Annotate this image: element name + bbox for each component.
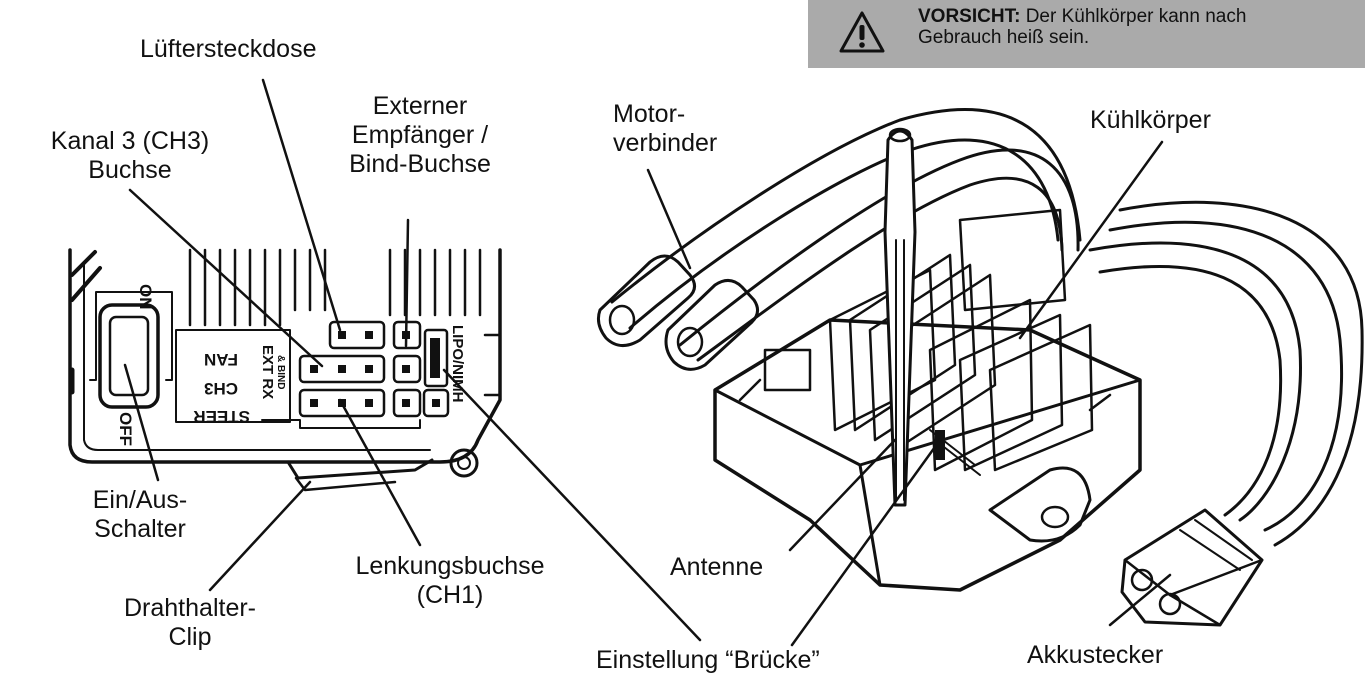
label-battery: Akkustecker: [1027, 641, 1164, 669]
label-ext-rx-line-3: Bind-Buchse: [349, 150, 491, 178]
leader-fan-socket: [261, 78, 342, 332]
warning-triangle-icon: [839, 11, 885, 53]
leader-lines: [123, 78, 1172, 647]
leader-ext-rx: [404, 218, 410, 348]
leader-switch: [123, 363, 160, 482]
label-motor: Motor- verbinder: [613, 100, 717, 158]
label-bridge: Einstellung “Brücke”: [596, 646, 820, 674]
leader-clip: [208, 480, 312, 592]
label-steering-line-2: (CH1): [416, 581, 484, 609]
lipo-marking: LIPO/NIMH: [449, 325, 466, 403]
label-antenna: Antenne: [670, 553, 764, 581]
bind-marking: & BIND: [275, 355, 286, 389]
label-ch3-line-1: Kanal 3 (CH3): [50, 127, 210, 155]
switch-on-marking: ON: [136, 284, 155, 310]
caution-line-2: Gebrauch heiß sein.: [918, 27, 1090, 48]
leader-steering: [338, 398, 422, 547]
caution-line-1: Der Kühlkörper kann nach: [1025, 6, 1247, 27]
label-motor-line-2: verbinder: [613, 129, 718, 157]
pin-header: [298, 320, 450, 418]
label-steering-line-1: Lenkungsbuchse: [355, 552, 545, 580]
label-ext-rx: Externer Empfänger / Bind-Buchse: [320, 92, 520, 179]
leader-heatsink: [1018, 140, 1164, 340]
leader-bridge-left: [442, 368, 702, 642]
fan-marking: FAN: [204, 350, 238, 369]
label-ext-rx-line-2: Empfänger /: [351, 121, 489, 149]
leader-antenna: [788, 438, 897, 552]
ch3-marking: CH3: [204, 379, 238, 398]
leader-motor: [646, 168, 692, 270]
leader-battery: [1108, 573, 1172, 627]
steer-marking: STEER: [193, 407, 250, 426]
label-switch-line-2: Schalter: [94, 515, 186, 543]
label-ext-rx-line-1: Externer: [372, 92, 468, 120]
label-switch-line-1: Ein/Aus-: [92, 486, 188, 514]
esc-unit: [597, 108, 1364, 627]
caution-banner: VORSICHT: Der Kühlkörper kann nach Gebra…: [808, 0, 1365, 68]
ext-rx-marking: EXT RX: [259, 345, 276, 399]
leader-ch3: [128, 188, 324, 368]
caution-heading: VORSICHT:: [918, 6, 1021, 27]
label-clip-line-1: Drahthalter-: [124, 594, 256, 622]
label-motor-line-1: Motor-: [613, 100, 686, 128]
label-clip-line-2: Clip: [168, 623, 212, 651]
connector-closeup: [68, 248, 502, 492]
label-heatsink: Kühlkörper: [1090, 106, 1211, 134]
label-ch3-line-2: Buchse: [88, 156, 172, 184]
label-clip: Drahthalter- Clip: [90, 594, 290, 652]
leader-bridge-right: [790, 438, 942, 647]
label-steering: Lenkungsbuchse (CH1): [315, 552, 585, 610]
label-ch3: Kanal 3 (CH3) Buchse: [15, 127, 245, 185]
caution-text: VORSICHT: Der Kühlkörper kann nach Gebra…: [918, 6, 1246, 48]
switch-off-marking: OFF: [116, 412, 135, 446]
label-fan-socket: Lüftersteckdose: [140, 35, 317, 63]
label-switch: Ein/Aus- Schalter: [70, 486, 210, 544]
